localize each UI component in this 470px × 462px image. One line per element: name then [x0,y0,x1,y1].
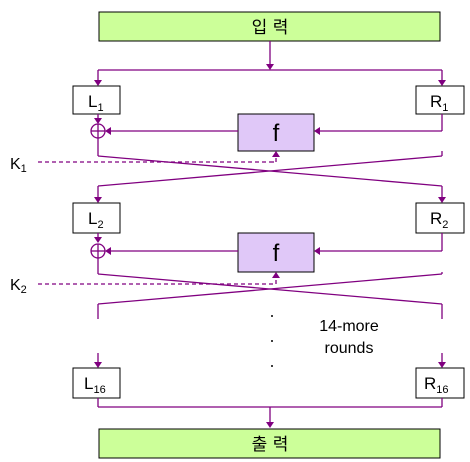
right-label-1: R1 [430,92,448,114]
right-label-16: R16 [424,374,449,396]
key-label-2: K2 [10,277,27,296]
f-label-2: f [273,240,280,267]
left-label-1: L1 [88,92,104,114]
input-box [98,11,441,42]
f-label-1: f [273,120,280,147]
more-rounds-line2: rounds [325,340,374,357]
output-label: 출 력 [252,435,289,455]
key-label-1: K1 [10,156,27,175]
f-box-1 [237,113,315,152]
right-box-16 [415,367,465,399]
input-label: 입 력 [252,18,289,38]
right-box-2 [415,202,465,234]
dot [271,315,273,317]
left-label-16: L16 [84,374,106,396]
left-box-2 [72,202,121,234]
left-box-1 [72,85,121,115]
right-label-2: R2 [430,209,448,231]
f-box-2 [237,232,315,273]
right-box-1 [415,85,465,115]
output-box [98,428,441,459]
left-label-2: L2 [88,209,104,231]
left-box-16 [72,367,121,399]
more-rounds-line1: 14-more [319,318,379,335]
dot [271,365,273,367]
dot [271,340,273,342]
